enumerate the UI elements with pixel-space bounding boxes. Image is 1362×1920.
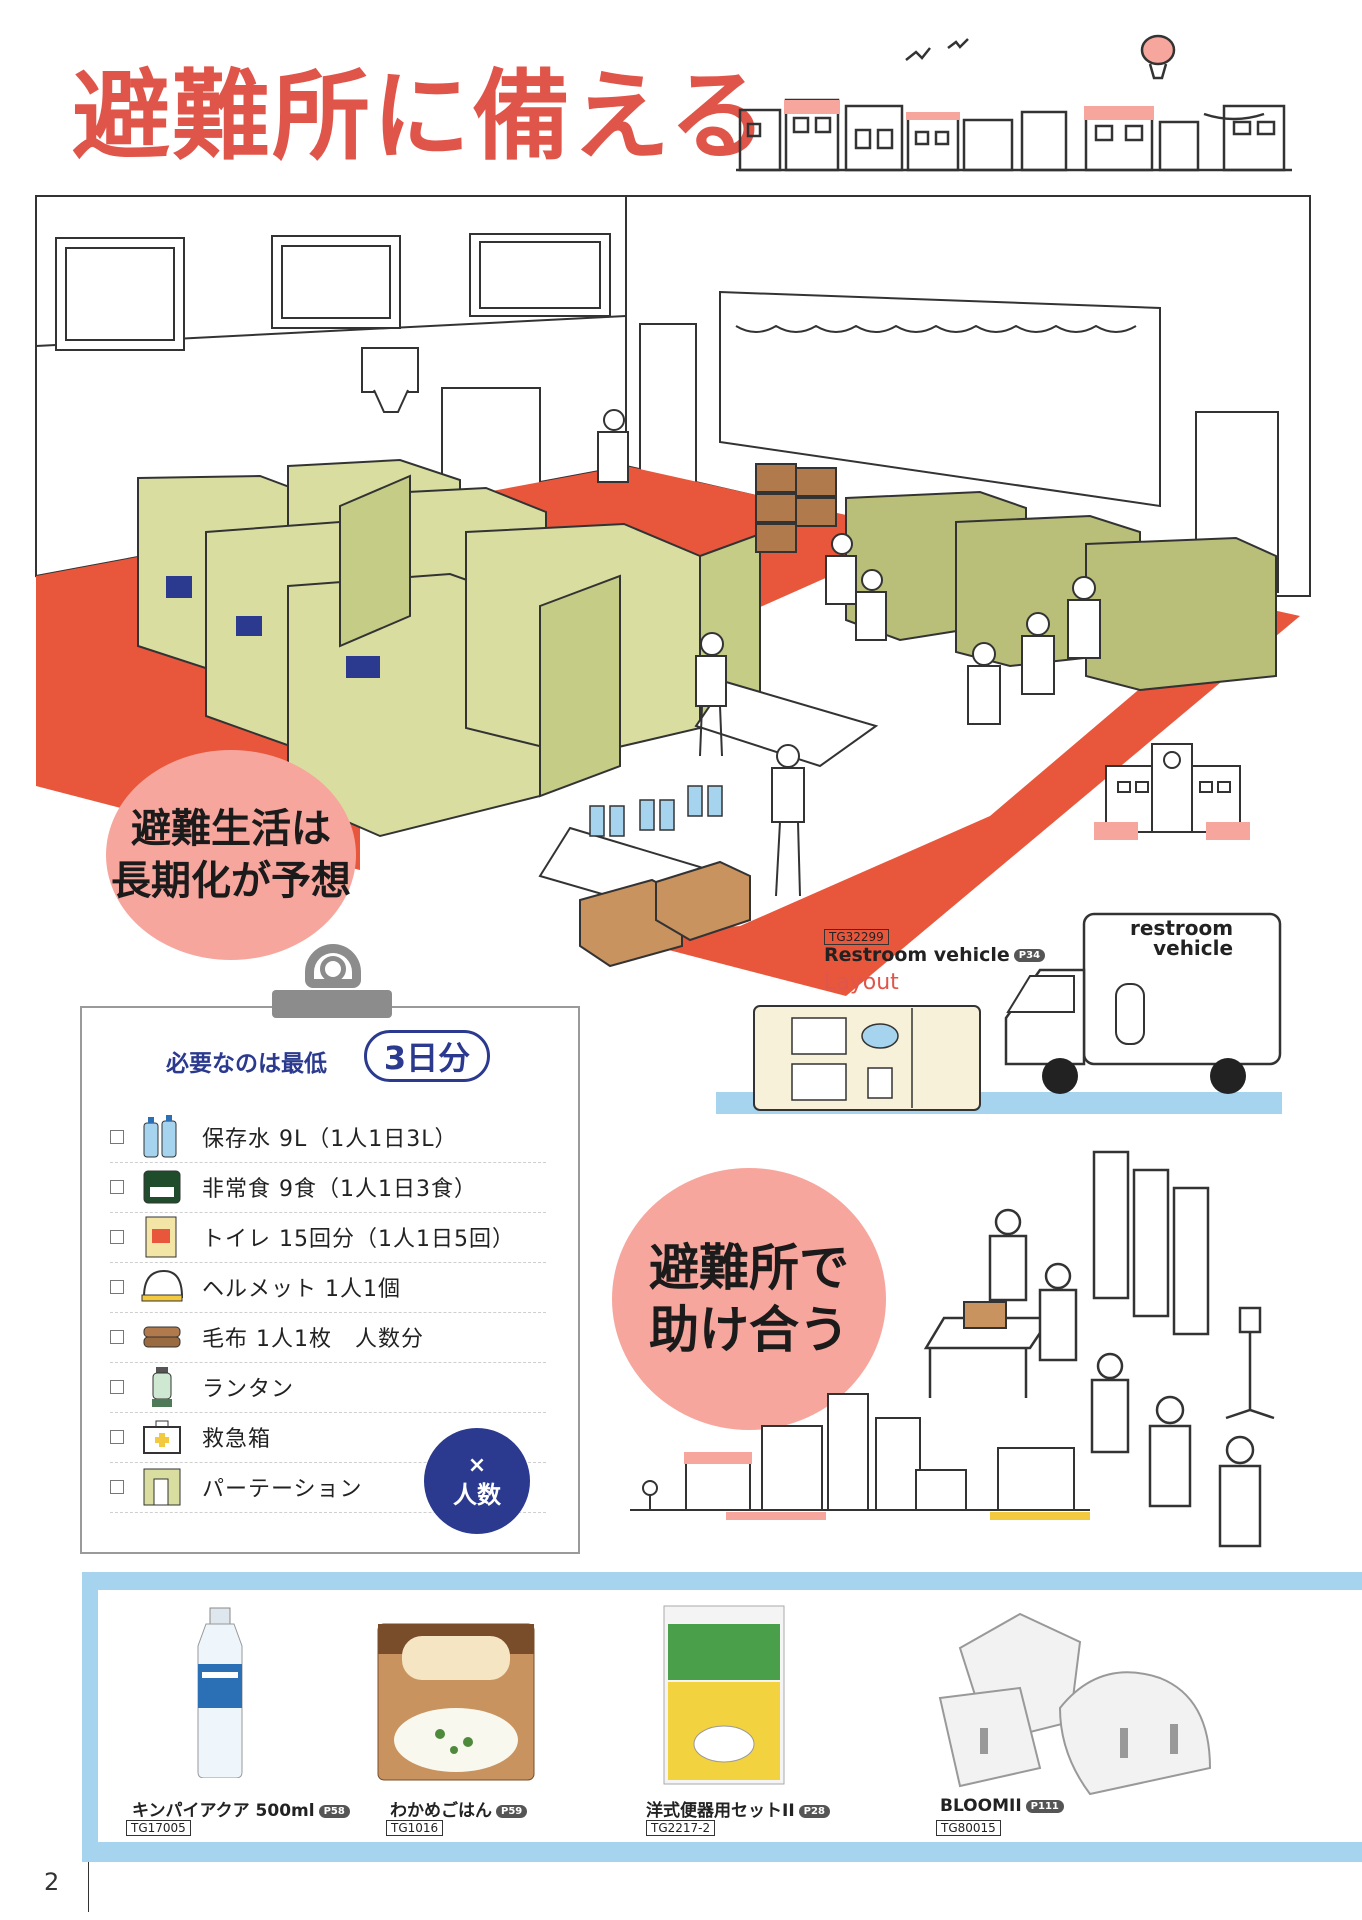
product-name: わかめごはん P59 [390,1796,528,1821]
product-code: TG17005 [126,1820,191,1836]
checklist-item-text: 毛布 1人1枚 人数分 [202,1327,424,1352]
mutual-help-circle: 避難所で助け合う [612,1168,886,1430]
page-title: 避難所に備える [72,60,770,174]
evacuation-shelter-gym-illustration [35,195,1311,996]
circle2-line1: 避難所で [649,1238,849,1297]
restroom-floor-plan-icon [753,1005,981,1111]
checklist-item-text: パーテーション [202,1477,363,1502]
restroom-vehicle-page-badge: P34 [1013,949,1046,962]
checklist-item-text: 非常食 9食（1人1日3食） [202,1177,477,1202]
town-skyline-illustration [736,34,1292,172]
helmet-icon [141,1269,184,1302]
checklist-item: ランタン [110,1362,546,1413]
product-code: TG80015 [936,1820,1001,1836]
checkbox[interactable] [110,1430,124,1444]
checklist-item-text: 救急箱 [202,1427,272,1452]
folding-helmet-product-image [938,1612,1212,1796]
partition-icon [143,1468,181,1506]
circle1-line2: 長期化が予想 [111,858,351,904]
product-page-badge: P59 [496,1804,528,1818]
product-name-text: 洋式便器用セットII [646,1801,795,1821]
lantern-icon [152,1367,172,1407]
checkbox[interactable] [110,1130,124,1144]
restroom-truck-label-line2: vehicle [1153,936,1234,960]
checklist-item: 非常食 9食（1人1日3食） [110,1162,546,1213]
circle1-line1: 避難生活は [131,806,331,852]
checklist-item: トイレ 15回分（1人1日5回） [110,1212,546,1263]
checklist-item-text: 保存水 9L（1人1日3L） [202,1127,458,1152]
wakame-rice-product-image [377,1623,535,1781]
circle2-line2: 助け合う [649,1301,849,1359]
checkbox[interactable] [110,1480,124,1494]
clipboard-clip-hole [320,956,346,982]
checkbox[interactable] [110,1180,124,1194]
mutual-help-illustration [630,1150,1275,1548]
product-name-text: BLOOMII [940,1796,1022,1816]
product-name-text: キンパイアクア 500ml [132,1801,315,1821]
checkbox[interactable] [110,1230,124,1244]
product-page-badge: P58 [318,1804,350,1818]
times-people-badge: × 人数 [424,1428,530,1534]
water-bottle-product-image [197,1607,243,1778]
restroom-truck-label-line1: restroom [1130,916,1234,940]
times-sign: × [467,1453,487,1479]
first-aid-box-icon [143,1420,181,1454]
restroom-vehicle-code: TG32299 [824,929,889,945]
times-people-label: 人数 [453,1480,501,1509]
blanket-icon [143,1326,181,1348]
checkbox[interactable] [110,1280,124,1294]
product-code: TG1016 [386,1820,444,1836]
clipboard-clip-icon [305,944,361,988]
toilet-set-product-image [663,1605,785,1785]
checklist-item: 救急箱 [110,1412,546,1463]
checklist-item-text: トイレ 15回分（1人1日5回） [202,1227,515,1252]
restroom-truck-icon [1004,912,1282,1094]
restroom-vehicle-layout-label: Layout [824,970,899,995]
minimum-need-value: 3日分 [364,1030,490,1082]
checkbox[interactable] [110,1380,124,1394]
minimum-need-label: 必要なのは最低 [166,1051,327,1077]
product-code: TG2217-2 [646,1820,716,1836]
checklist-item: パーテーション [110,1462,546,1513]
long-term-shelter-circle: 避難生活は長期化が予想 [106,750,356,960]
checklist-item: 毛布 1人1枚 人数分 [110,1312,546,1363]
product-name-text: わかめごはん [390,1801,492,1821]
checklist-item-text: ヘルメット 1人1個 [202,1277,401,1302]
toilet-kit-icon [145,1216,177,1258]
page-number-divider [88,1862,89,1912]
product-page-badge: P28 [798,1804,830,1818]
product-page-badge: P111 [1025,1799,1064,1813]
rice-pack-icon [143,1170,181,1204]
clipboard-clip-bar [272,990,392,1018]
checkbox[interactable] [110,1330,124,1344]
page-number: 2 [44,1868,60,1896]
restroom-vehicle-title-text: Restroom vehicle [824,944,1010,966]
water-bottles-icon [143,1115,177,1158]
checklist-item: ヘルメット 1人1個 [110,1262,546,1313]
checklist-item-text: ランタン [202,1377,295,1402]
checklist-item: 保存水 9L（1人1日3L） [110,1112,546,1163]
